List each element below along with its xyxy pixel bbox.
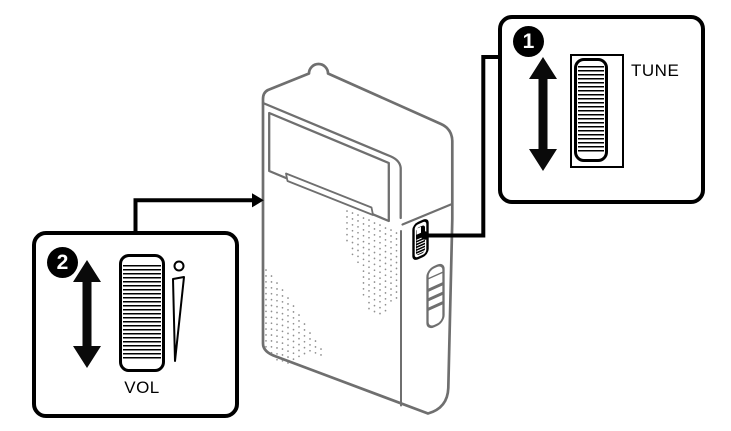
device-volume-thumbwheel xyxy=(426,263,445,329)
volume-indicator-graphic xyxy=(172,260,185,362)
lid-bottom-edge xyxy=(401,203,452,226)
connector-arrowhead-icon xyxy=(252,193,264,208)
up-down-arrow-icon xyxy=(73,260,101,368)
volume-dot-icon xyxy=(173,260,185,272)
callout-connector-tune xyxy=(420,55,500,240)
thumbwheel-ridges xyxy=(123,265,161,361)
callout-tune: 1 TUNE xyxy=(498,15,705,204)
speaker-grille-dots xyxy=(265,210,398,365)
tune-thumbwheel-graphic xyxy=(574,58,608,162)
callout-connector-vol xyxy=(133,193,264,232)
vol-thumbwheel-graphic xyxy=(119,254,165,372)
step-1-badge: 1 xyxy=(513,26,544,57)
front-slot xyxy=(285,172,374,216)
display-window xyxy=(268,111,390,223)
up-down-arrow-icon xyxy=(529,57,557,171)
vol-label: VOL xyxy=(124,378,160,397)
step-2-badge: 2 xyxy=(47,247,78,278)
thumbwheel-ridges xyxy=(578,66,604,154)
lid-top-edge xyxy=(261,101,402,220)
tune-wheel-slot xyxy=(570,54,624,168)
connector-dot xyxy=(420,231,430,240)
volume-taper-icon xyxy=(172,276,185,362)
tune-label: TUNE xyxy=(631,61,680,80)
callout-vol: 2 VOL xyxy=(32,231,239,418)
